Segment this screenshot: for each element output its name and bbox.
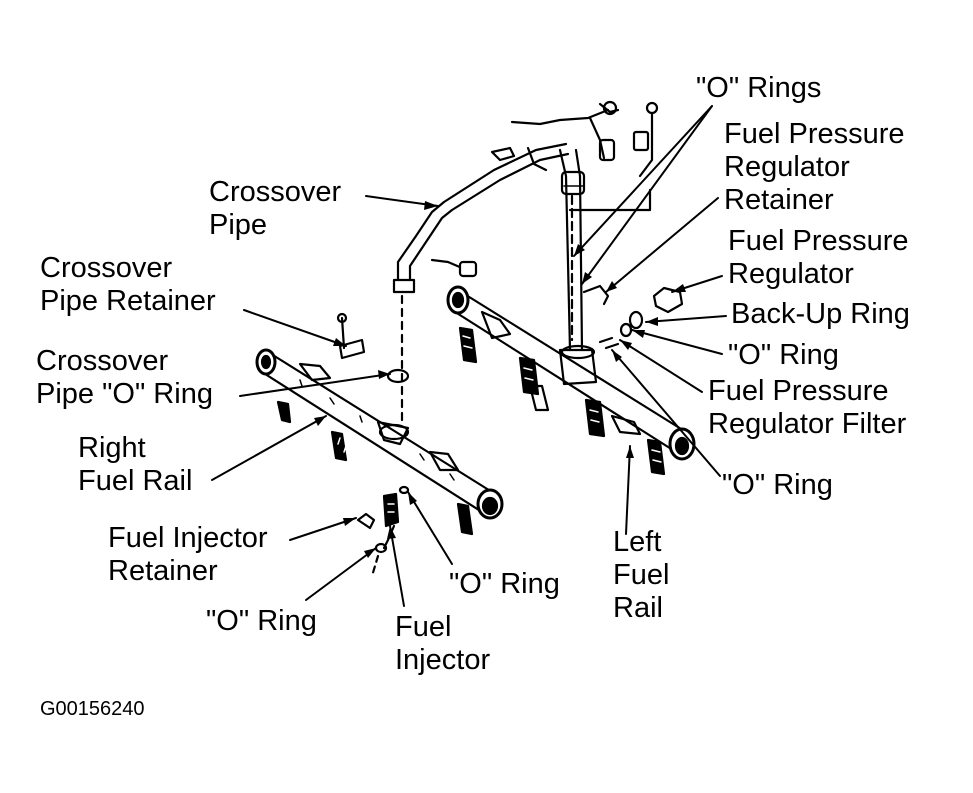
label-line: "O" Ring — [449, 568, 560, 600]
label-line: Right — [78, 432, 146, 464]
left-fuel-rail-drawing — [446, 285, 696, 476]
label-crossover-pipe-o-ring: Crossover Pipe "O" Ring — [36, 345, 213, 411]
label-line: Crossover — [40, 252, 173, 284]
label-line: Fuel — [395, 611, 452, 643]
label-line: Rail — [613, 592, 663, 624]
label-right-fuel-rail: Right Fuel Rail — [78, 432, 192, 498]
label-fpr-retainer: Fuel Pressure Regulator Retainer — [724, 118, 905, 217]
label-line: Pipe — [209, 209, 268, 241]
label-left-fuel-rail: Left Fuel Rail — [613, 526, 669, 625]
label-line: Crossover — [36, 345, 169, 377]
label-crossover-pipe-retainer: Crossover Pipe Retainer — [40, 252, 216, 318]
label-line: Fuel Rail — [78, 465, 193, 497]
label-o-ring-right-1: "O" Ring — [728, 339, 839, 372]
label-line: Fuel — [613, 559, 670, 591]
label-line: "O" Ring — [728, 339, 839, 371]
label-o-rings-top-text: "O" Rings — [696, 72, 822, 104]
right-fuel-rail-drawing — [255, 348, 504, 536]
label-fuel-pressure-regulator: Fuel Pressure Regulator — [728, 225, 909, 291]
label-line: Pipe "O" Ring — [36, 378, 213, 410]
label-line: Retainer — [108, 555, 218, 587]
label-crossover-pipe: Crossover Pipe — [209, 176, 341, 242]
label-line: Back-Up Ring — [731, 298, 910, 330]
leader-o-rings-a — [573, 105, 713, 257]
figure-code: G00156240 — [40, 698, 145, 720]
label-o-ring-bottom: "O" Ring — [206, 605, 317, 638]
label-line: Fuel Pressure — [728, 225, 909, 257]
label-line: Regulator — [728, 258, 854, 290]
label-line: Regulator — [724, 151, 850, 183]
label-backup-ring: Back-Up Ring — [731, 298, 910, 331]
label-line: Fuel Pressure — [724, 118, 905, 150]
label-line: Retainer — [724, 184, 834, 216]
leader-o-rings-b — [581, 105, 713, 285]
label-line: Fuel Pressure — [708, 375, 889, 407]
label-line: "O" Ring — [206, 605, 317, 637]
label-line: Fuel Injector — [108, 522, 268, 554]
label-fpr-filter: Fuel Pressure Regulator Filter — [708, 375, 906, 441]
leader-lines — [211, 105, 727, 607]
label-line: Left — [613, 526, 662, 558]
label-o-ring-right-2: "O" Ring — [722, 469, 833, 502]
label-line: "O" Ring — [722, 469, 833, 501]
label-line: Injector — [395, 644, 491, 676]
label-line: Pipe Retainer — [40, 285, 216, 317]
injector-exploded-drawing — [356, 485, 410, 578]
label-o-ring-center: "O" Ring — [449, 568, 560, 601]
label-o-rings-top: "O" Rings — [696, 72, 821, 105]
label-line: Crossover — [209, 176, 342, 208]
label-fuel-injector: Fuel Injector — [395, 611, 490, 677]
label-fuel-injector-retainer: Fuel Injector Retainer — [108, 522, 268, 588]
label-line: Regulator Filter — [708, 408, 907, 440]
